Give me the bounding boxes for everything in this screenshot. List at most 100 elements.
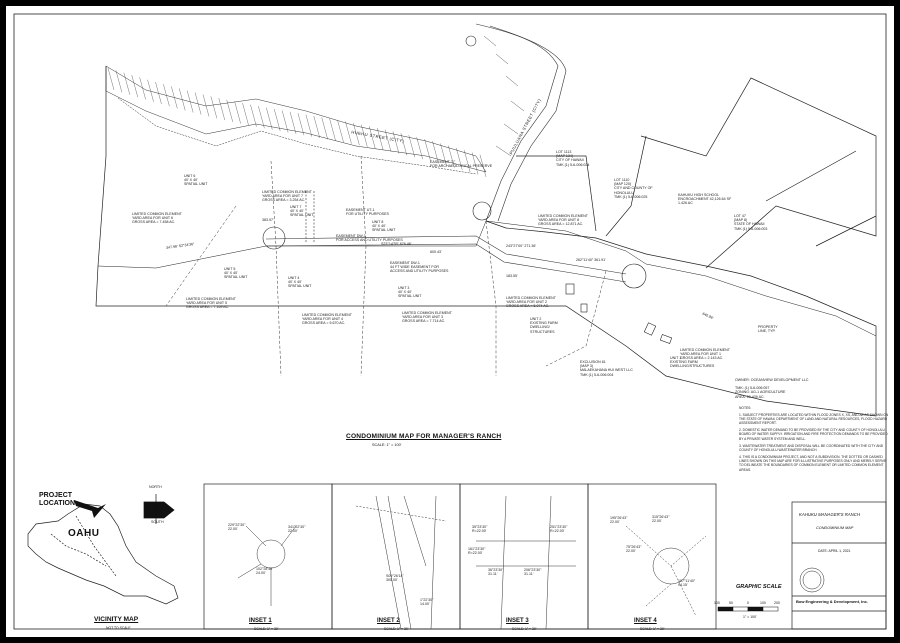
inset-3-sketch — [476, 495, 576, 630]
notes-heading: NOTES: — [739, 406, 752, 410]
bearing-label: 383.97' — [262, 218, 274, 222]
inset-2-sketch — [355, 495, 447, 630]
inset-4-dim: 315°26'43" 22.00' — [652, 515, 670, 524]
school-encroachment-label: KAHUKU HIGH SCHOOL ENCROACHMENT 42,126.6… — [678, 193, 732, 206]
vicinity-map-subtitle: NOT TO SCALE — [106, 626, 131, 630]
owner-block: OWNER: OCEANVIEW DEVELOPMENT LLC TMK: (1… — [735, 378, 808, 399]
bearing-label: 600.43' — [430, 250, 442, 254]
unit-division-lines — [165, 155, 607, 377]
lot-line — [329, 118, 336, 141]
parcel-boundaries — [95, 66, 877, 417]
inset-1-sketch — [237, 525, 297, 606]
lot-line — [163, 84, 170, 107]
inset-2-dim: S09°26'14" 305.00' — [386, 574, 404, 583]
sheet-name: CONDOMINIUM MAP — [816, 526, 854, 530]
area-line: AREA: 59.439 AC. — [735, 394, 765, 399]
lot-line — [147, 79, 154, 102]
inset-3-dim: 35°23'30" R=22.00' — [472, 525, 488, 534]
lot-line — [171, 86, 178, 109]
inset-3-dim: 36°23'30" 31.11' — [488, 568, 504, 577]
lot-1113-label: LOT 1113 (MAP 134) CITY OF HAWAII TMK (1… — [556, 150, 590, 167]
lot-line — [424, 139, 431, 162]
lot-line — [266, 107, 273, 130]
drawing-scale: SCALE: 1" = 100' — [372, 443, 402, 447]
lce-unit-5-label: LIMITED COMMON ELEMENT YARD AREA FOR UNI… — [186, 297, 236, 310]
vicinity-map-drawing — [27, 503, 179, 605]
bearing-label: 243°27'00" 271.36' — [506, 244, 537, 248]
bearing-label: 262°11'40" 361.91' — [576, 258, 606, 262]
property-line-label: PROPERTY LINE, TYP. — [758, 325, 778, 334]
lot-line — [313, 115, 320, 139]
engineer-seal — [799, 567, 825, 593]
scale-tick-label: 100 — [760, 601, 766, 605]
scale-tick-label: 0 — [747, 601, 749, 605]
inset-2-scale: SCALE: 1" = 30' — [384, 627, 409, 631]
lot-line — [456, 147, 463, 170]
north-label: NORTH — [149, 485, 162, 489]
lot-47-label: LOT 47 (MAP 8) STATE OF HAWAII TMK (1) 5… — [734, 214, 768, 231]
lot-line — [210, 96, 218, 119]
lce-unit-6-label: LIMITED COMMON ELEMENT YARD AREA FOR UNI… — [132, 212, 182, 225]
island-label: OAHU — [68, 528, 100, 539]
lot-1110-label: LOT 1110 (MAP 120) CITY AND COUNTY OF HO… — [614, 178, 653, 199]
south-label: SOUTH — [151, 520, 164, 524]
unit-1-label: UNIT 1 EXISTING FARM DWELLING/STRUCTURES — [670, 356, 715, 369]
lce-unit-7-label: LIMITED COMMON ELEMENT YARD AREA FOR UNI… — [262, 190, 312, 203]
drawing-title: CONDOMINIUM MAP FOR MANAGER'S RANCH — [346, 433, 502, 440]
lce-unit-3-label: LIMITED COMMON ELEMENT YARD AREA FOR UNI… — [402, 311, 452, 324]
lot-line — [353, 123, 360, 146]
inset-2-dim: 1°22'30" 14.00' — [420, 598, 434, 607]
inset-1-scale: SCALE: 1" = 30' — [254, 627, 279, 631]
drawing-sheet: HUEHU STREET (CITY) PUULUANA STREET (CIT… — [6, 6, 894, 637]
inset-3-dim: 206°23'30" 31.11' — [524, 568, 542, 577]
note-1: 1. SUBJECT PROPERTIES ARE LOCATED WITHIN… — [739, 412, 889, 426]
easement-dw1-label: EASEMENT DW-1 FOR ACCESS AND UTILITY PUR… — [336, 234, 403, 243]
huehu-lot-band — [105, 65, 487, 175]
project-name: KAHUKU MANAGER'S RANCH — [799, 512, 860, 517]
note-4: 4. THIS IS A CONDOMINIUM PROJECT, AND NO… — [739, 454, 887, 472]
lot-line — [258, 106, 265, 129]
lot-line — [384, 129, 392, 152]
lot-line — [155, 81, 162, 105]
easement-archaeological-label: EASEMENT "1" FOR ARCHAEOLOGICAL PRESERVE — [430, 160, 493, 169]
lot-line — [281, 110, 289, 133]
bearing-label: S23°14'35" 676.46' — [381, 242, 412, 246]
exclusion-61-label: EXCLUSION 61 (MAP 3) MALAEKAHANA HUI WES… — [580, 360, 633, 377]
inset-1-dim: 229°22'30" 22.00' — [228, 523, 246, 532]
lot-line — [123, 72, 130, 95]
lce-unit-1-label: LIMITED COMMON ELEMENT YARD AREA FOR UNI… — [680, 348, 730, 361]
lot-line — [131, 75, 138, 98]
lot-line — [289, 111, 297, 134]
lot-line — [179, 88, 186, 111]
vicinity-map-title: VICINITY MAP — [94, 616, 139, 623]
lot-line — [361, 124, 368, 147]
lot-line — [369, 126, 376, 149]
inset-1-dim: 341°22'30" 22.00' — [288, 525, 306, 534]
inset-4-dim: 195°26'43" 22.00' — [610, 516, 628, 525]
inset-1-dim: 102°28'40" 24.00' — [256, 567, 274, 576]
unit-5-label: UNIT 5 40' X 40' SPATIAL UNIT — [224, 267, 248, 280]
lot-line — [321, 117, 328, 140]
lot-line — [305, 114, 313, 137]
lot-line — [186, 90, 194, 113]
scale-tick-label: 200 — [774, 601, 780, 605]
lot-line — [297, 113, 305, 136]
lce-unit-8-label: LIMITED COMMON ELEMENT YARD AREA FOR UNI… — [538, 214, 588, 227]
graphic-scale-title: GRAPHIC SCALE — [736, 584, 782, 590]
driveway-easement — [265, 191, 627, 283]
scale-tick-label: 100 — [714, 601, 720, 605]
lot-line — [400, 133, 408, 156]
inset-3-title: INSET 3 — [506, 618, 529, 624]
zoning-line: ZONING: AG-1 AGRICULTURE — [735, 390, 786, 395]
puuluana-street — [465, 23, 567, 222]
inset-4-sketch — [625, 525, 707, 617]
lot-line — [376, 127, 384, 150]
inset-1-title: INSET 1 — [249, 618, 272, 624]
site-plan-drawing — [13, 13, 887, 630]
owner-line: OWNER: OCEANVIEW DEVELOPMENT LLC — [735, 378, 809, 382]
lot-line — [115, 70, 123, 93]
lot-line — [139, 77, 146, 100]
graphic-scale-ratio: 1" = 100' — [743, 615, 757, 619]
lot-line — [194, 92, 202, 115]
inset-4-title: INSET 4 — [634, 618, 657, 624]
